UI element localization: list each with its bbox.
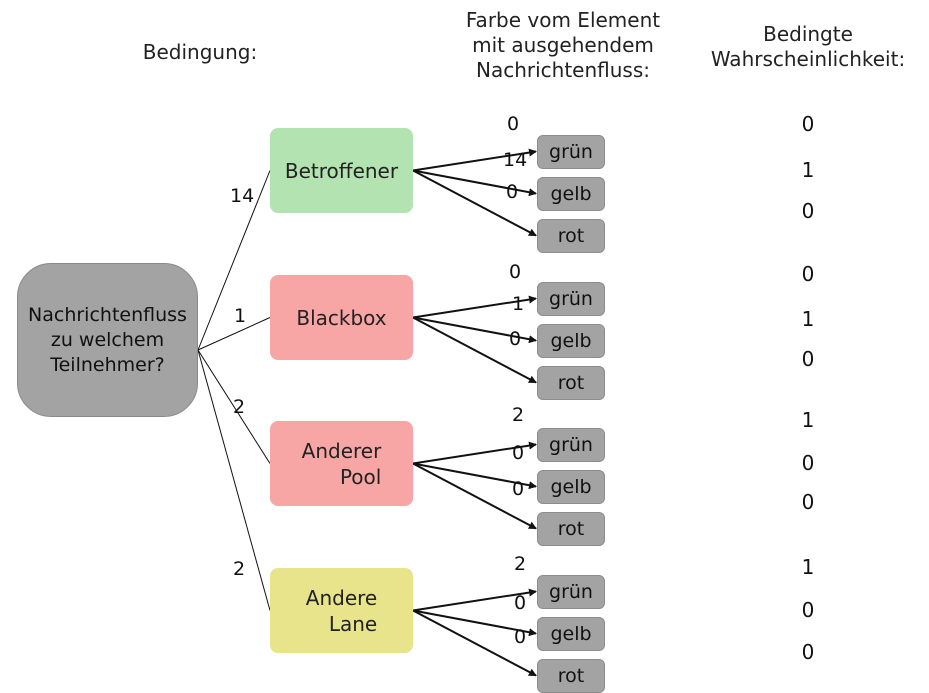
category-node: Andere Lane: [270, 568, 413, 653]
root-edge: [197, 317, 271, 351]
color-box: grün: [537, 281, 605, 316]
conditional-probability: 0: [801, 262, 815, 286]
root-edge: [197, 170, 271, 351]
color-box: grün: [537, 134, 605, 169]
conditional-probability: 0: [801, 490, 815, 514]
outcome-arrow: [412, 588, 537, 612]
color-label: gelb: [550, 182, 592, 205]
color-box: rot: [537, 365, 605, 400]
conditional-probability: 0: [801, 598, 815, 622]
color-box: rot: [537, 658, 605, 693]
outcome-arrow: [412, 609, 537, 677]
color-label: rot: [557, 224, 585, 247]
outcome-arrow: [412, 316, 537, 344]
outcome-arrow: [412, 462, 537, 490]
conditional-probability: 0: [801, 112, 815, 136]
conditional-probability: 1: [801, 158, 815, 182]
conditional-probability: 0: [801, 347, 815, 371]
color-label: rot: [557, 664, 585, 687]
color-label: grün: [549, 140, 593, 163]
outcome-count: 0: [514, 592, 527, 614]
conditional-probability: 0: [801, 640, 815, 664]
color-label: gelb: [550, 622, 592, 645]
color-label: grün: [549, 433, 593, 456]
outcome-count: 0: [509, 328, 522, 350]
root-edge: [197, 349, 271, 464]
outcome-count: 0: [507, 113, 520, 135]
conditional-probability: 0: [801, 199, 815, 223]
outcome-count: 0: [512, 478, 525, 500]
header-color: Farbe vom Element mit ausgehendem Nachri…: [465, 8, 661, 82]
color-box: grün: [537, 574, 605, 609]
condition-count: 2: [233, 558, 246, 580]
outcome-count: 14: [503, 149, 528, 171]
color-box: gelb: [537, 616, 605, 651]
outcome-count: 0: [506, 181, 519, 203]
category-label: Andere Lane: [305, 585, 378, 636]
color-label: grün: [549, 287, 593, 310]
color-box: gelb: [537, 469, 605, 504]
color-label: grün: [549, 580, 593, 603]
category-node: Anderer Pool: [270, 421, 413, 506]
color-box: rot: [537, 511, 605, 546]
outcome-count: 2: [512, 404, 525, 426]
conditional-probability: 0: [801, 451, 815, 475]
outcome-count: 2: [514, 553, 527, 575]
color-label: rot: [557, 517, 585, 540]
condition-count: 2: [233, 396, 246, 418]
outcome-arrow: [412, 609, 537, 637]
category-node: Betroffener: [270, 128, 413, 213]
category-label: Anderer Pool: [301, 438, 382, 489]
color-box: gelb: [537, 323, 605, 358]
outcome-count: 1: [512, 293, 525, 315]
outcome-arrow: [412, 316, 537, 384]
root-node: Nachrichtenfluss zu welchem Teilnehmer?: [17, 263, 198, 417]
outcome-arrow: [412, 169, 537, 197]
header-probability: Bedingte Wahrscheinlichkeit:: [710, 22, 906, 71]
conditional-probability: 1: [801, 555, 815, 579]
color-box: rot: [537, 218, 605, 253]
outcome-arrow: [412, 169, 537, 237]
outcome-arrow: [412, 295, 537, 319]
outcome-arrow: [412, 441, 537, 465]
color-label: gelb: [550, 329, 592, 352]
category-label: Betroffener: [284, 158, 399, 183]
condition-count: 14: [230, 185, 255, 207]
outcome-arrow: [412, 148, 537, 172]
root-edge: [197, 349, 271, 611]
color-box: grün: [537, 427, 605, 462]
outcome-count: 0: [512, 442, 525, 464]
outcome-count: 0: [514, 626, 527, 648]
category-label: Blackbox: [296, 305, 387, 330]
outcome-count: 0: [509, 261, 522, 283]
outcome-arrow: [412, 462, 537, 530]
category-node: Blackbox: [270, 275, 413, 360]
color-box: gelb: [537, 176, 605, 211]
condition-count: 1: [234, 305, 247, 327]
color-label: gelb: [550, 475, 592, 498]
color-label: rot: [557, 371, 585, 394]
conditional-probability: 1: [801, 307, 815, 331]
header-condition: Bedingung:: [142, 40, 258, 64]
conditional-probability: 1: [801, 408, 815, 432]
